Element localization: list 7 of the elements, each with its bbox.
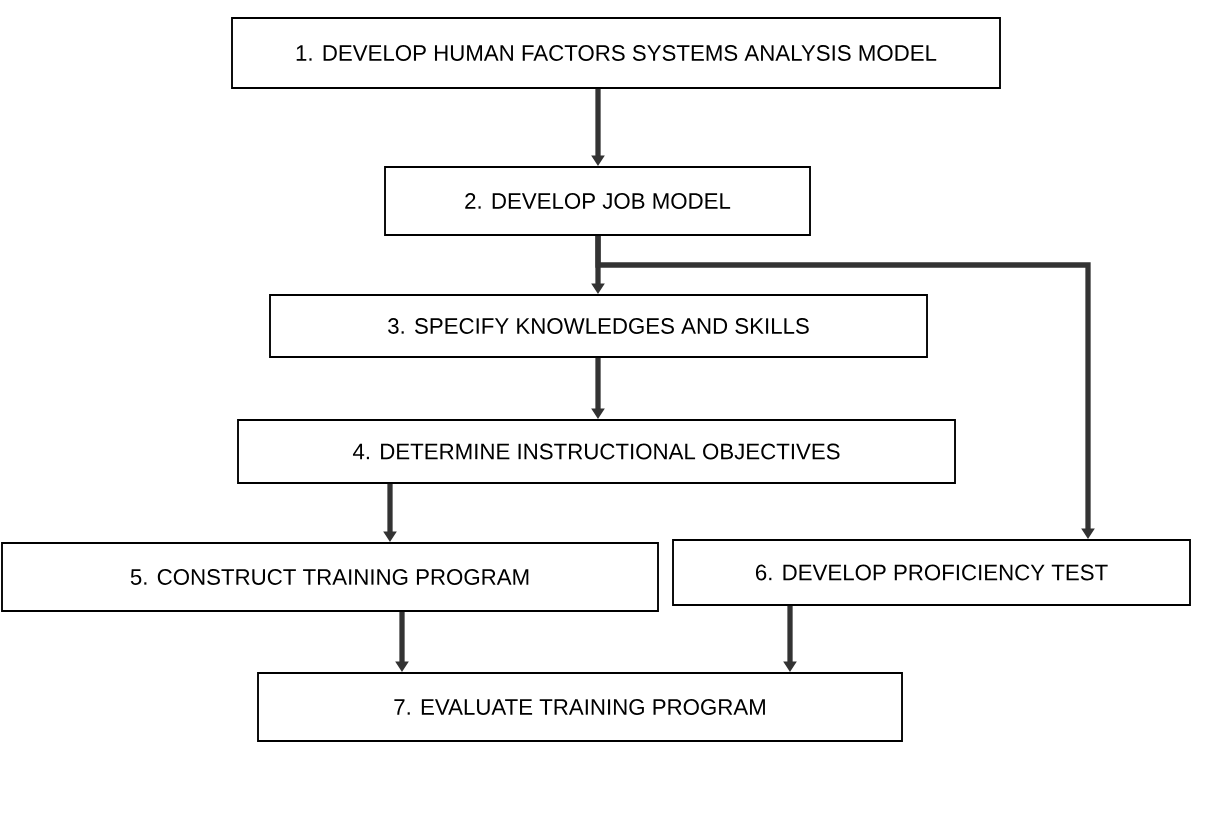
process-box: 5. CONSTRUCT TRAINING PROGRAM	[1, 542, 659, 612]
process-box: 4. DETERMINE INSTRUCTIONAL OBJECTIVES	[237, 419, 956, 484]
process-box: 1. DEVELOP HUMAN FACTORS SYSTEMS ANALYSIS MODEL	[231, 17, 1001, 89]
process-box: 2. DEVELOP JOB MODEL	[384, 166, 811, 236]
process-box: 3. SPECIFY KNOWLEDGES AND SKILLS	[269, 294, 928, 358]
process-box: 6. DEVELOP PROFICIENCY TEST	[672, 539, 1191, 606]
process-box: 7. EVALUATE TRAINING PROGRAM	[257, 672, 903, 742]
